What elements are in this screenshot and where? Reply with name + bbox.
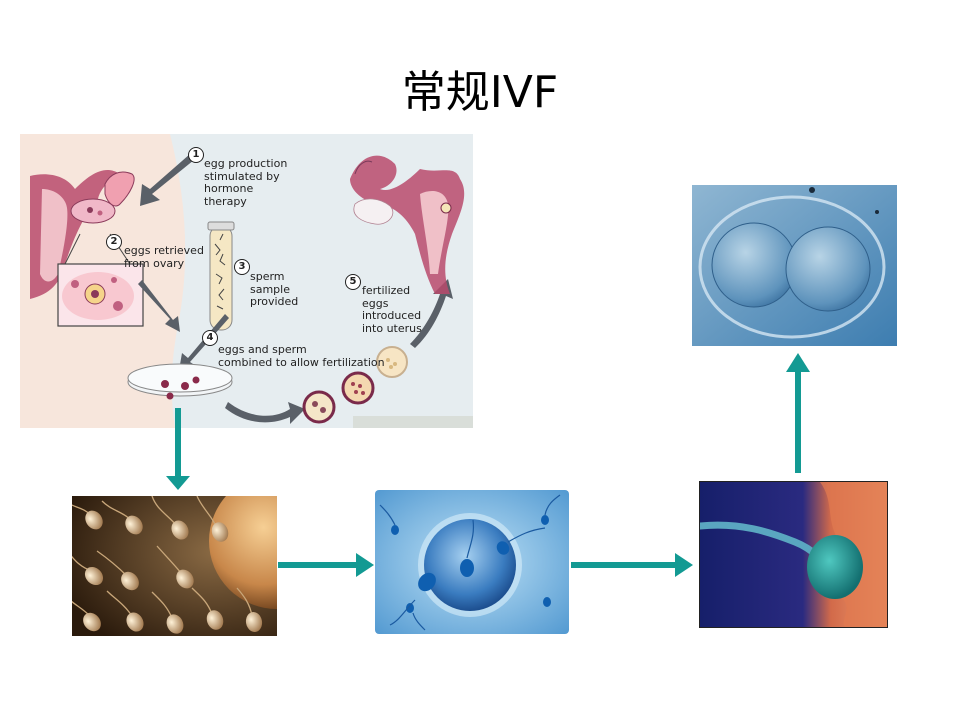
step-3-number: 3 [234,259,250,275]
step-4-number: 4 [202,330,218,346]
arrow-right-to-penetration-image [571,553,693,577]
step-3-label: sperm sample provided [250,270,299,308]
step-1-number: 1 [188,147,204,163]
step-1-label: egg production stimulated by hormone the… [204,157,288,208]
slide-title: 常规IVF [401,67,559,118]
step-4-label: eggs and sperm combined to allow fertili… [218,343,385,369]
step-5-number: 5 [345,274,361,290]
step-5-label: fertilized eggs introduced into uterus [362,284,422,335]
arrow-up-to-embryo-image [786,353,810,473]
sperm-penetrating-egg-graphic [700,482,887,627]
step-2-label: eggs retrieved from ovary [124,244,204,270]
two-cell-embryo-image [692,185,897,346]
ivf-process-illustration: 1 egg production stimulated by hormone t… [20,134,473,428]
sperm-approaching-egg-graphic [72,496,277,636]
arrow-right-to-blue-egg-image [278,553,374,577]
sperm-approaching-egg-image [72,496,277,636]
egg-with-sperm-blue-image [375,490,569,634]
step-2-number: 2 [106,234,122,250]
egg-with-sperm-blue-graphic [375,490,569,634]
two-cell-embryo-graphic [692,185,897,346]
sperm-penetrating-egg-image [699,481,888,628]
ivf-illustration-graphic [20,134,473,428]
